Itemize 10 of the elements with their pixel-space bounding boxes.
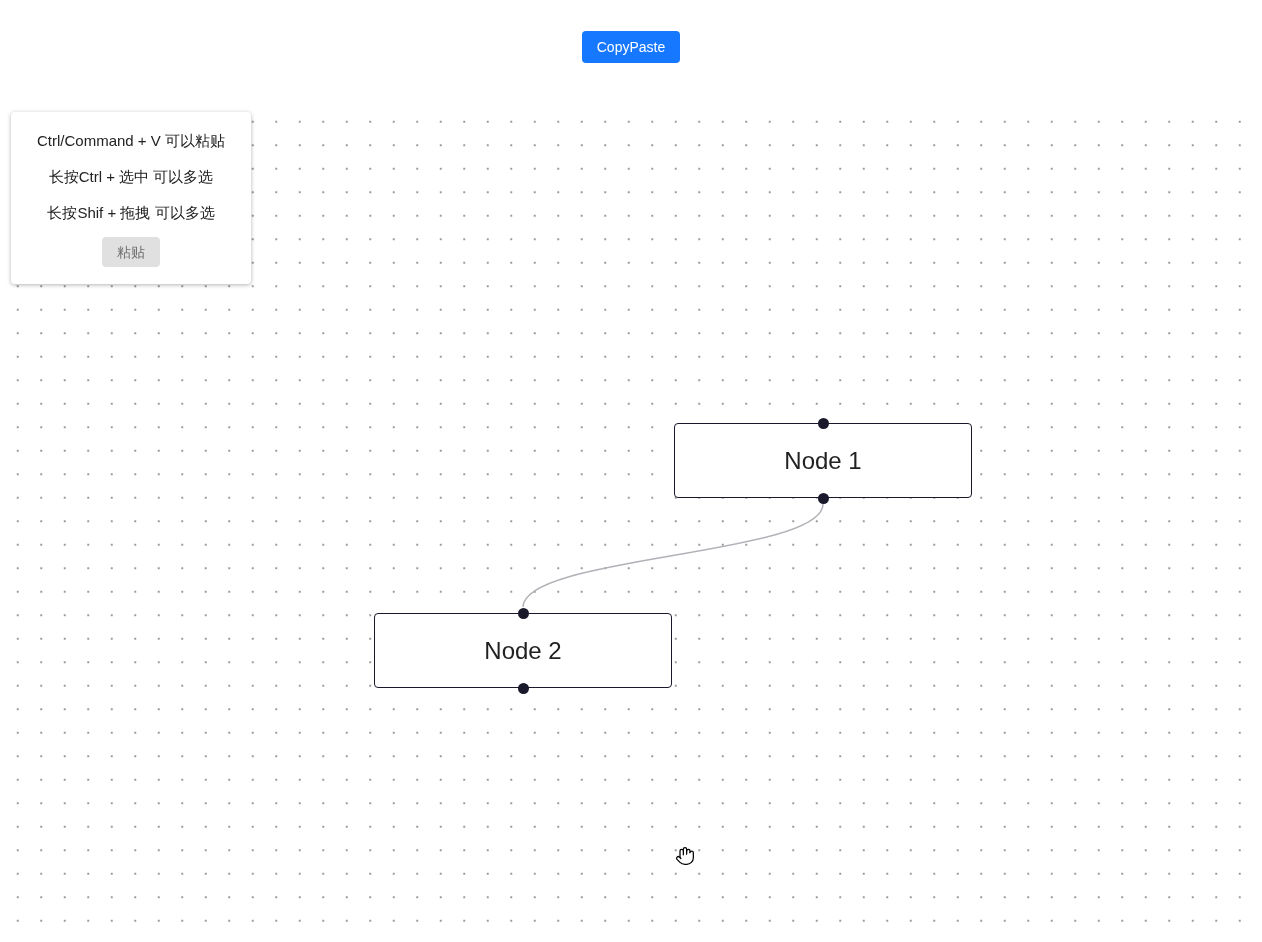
copypaste-button: CopyPaste [582,31,680,63]
flow-node [674,423,972,498]
instruction-text: Ctrl/Command + V 可以粘贴 [36,131,226,151]
node-label: Node 1 [784,445,862,476]
instruction-text: 长按Ctrl + 选中 可以多选 [47,167,215,187]
instruction-text: 长按Shif + 拖拽 可以多选 [46,203,216,223]
connector-line [522,503,824,608]
paste-button: 粘贴 [102,237,160,267]
flow-node [374,613,672,688]
node-label: Node 2 [484,635,562,666]
